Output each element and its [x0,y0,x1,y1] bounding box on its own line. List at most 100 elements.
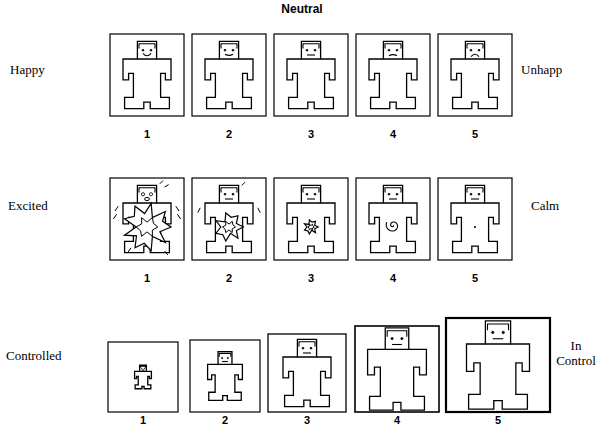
manikin-head [137,185,156,203]
manikin-head [140,365,147,371]
manikin-eye [232,49,234,51]
motion-mark [198,208,200,213]
manikin-hair [140,366,146,368]
manikin-hair [221,188,237,193]
arousal-burst [124,203,171,250]
manikin-eye [224,193,226,195]
manikin-frame [356,178,430,260]
manikin-eye [314,49,316,51]
manikin-mouth [307,198,315,199]
manikin-head [485,321,510,344]
motion-mark [128,248,131,253]
manikin-figure [287,185,335,252]
manikin-eye [141,193,144,196]
manikin-body [369,203,417,253]
manikin-frame [268,334,346,412]
manikin-frame [438,178,512,260]
manikin-frame [274,34,348,116]
manikin-body [467,344,530,409]
manikin-mouth [389,198,397,199]
rating-number: 5 [463,128,487,141]
pole-label: Happy [10,62,45,77]
manikin-eye [388,49,390,51]
manikin-eye [141,368,143,370]
manikin-eye [306,49,308,51]
manikin-eye [227,357,228,358]
motion-mark [242,182,245,185]
rating-number: 1 [131,414,155,427]
manikin-mouth [145,197,150,200]
manikin-head [383,185,402,203]
rating-number: 4 [381,128,405,141]
manikin-figure [467,321,530,409]
manikin-body [135,371,152,388]
manikin-eye [144,368,146,370]
manikin-hair [303,44,319,49]
manikin-eye [232,193,234,195]
manikin-mouth [471,198,479,199]
manikin-figure [208,352,243,401]
manikin-eye [391,338,393,340]
manikin-body [287,59,335,109]
motion-mark [165,185,169,187]
manikin-body [369,59,417,109]
manikin-hair [385,188,401,193]
manikin-eye [478,49,480,51]
manikin-head [465,41,484,59]
rating-number: 5 [486,414,510,427]
manikin-head [301,185,320,203]
manikin-frame [192,178,266,260]
manikin-frame [438,34,512,116]
pole-label: Controlled [6,348,62,363]
manikin-body [283,357,331,407]
manikin-hair [299,342,315,347]
arousal-burst [305,220,319,234]
manikin-mouth [303,352,311,353]
rating-number: 3 [299,272,323,285]
pole-label: In Control [552,338,600,368]
manikin-frame [190,340,260,412]
manikin-figure [113,181,180,255]
motion-mark [258,208,260,213]
manikin-eye [396,193,398,195]
manikin-body [123,203,171,253]
manikin-frame [446,318,550,412]
manikin-frame [110,34,184,116]
manikin-frame [274,178,348,260]
manikin-head [301,41,320,59]
manikin-eye [470,49,472,51]
manikin-eye [306,193,308,195]
rating-number: 2 [213,414,237,427]
rating-number: 4 [385,414,409,427]
manikin-eye [396,49,398,51]
manikin-eye [221,357,222,358]
manikin-figure [287,41,335,108]
manikin-hair [303,188,319,193]
arousal-spiral [386,222,397,231]
rating-number: 2 [217,128,241,141]
manikin-head [219,185,238,203]
rating-number: 1 [135,272,159,285]
pole-label: Unhapp [521,62,562,77]
motion-mark [160,181,163,184]
manikin-hair [219,353,231,356]
manikin-frame [356,34,430,116]
motion-mark [165,251,168,255]
manikin-body [123,59,171,109]
manikin-frame [355,326,439,412]
manikin-head [383,41,402,59]
arousal-burst [136,218,158,237]
pole-label: Excited [8,198,48,213]
manikin-body [205,59,253,109]
motion-mark [176,206,179,211]
manikin-head [465,185,484,203]
manikin-hair [139,44,155,49]
manikin-eye [224,49,226,51]
manikin-body [287,203,335,253]
manikin-hair [385,44,401,49]
rating-number: 3 [295,414,319,427]
manikin-head [137,41,156,59]
motion-mark [177,214,180,219]
